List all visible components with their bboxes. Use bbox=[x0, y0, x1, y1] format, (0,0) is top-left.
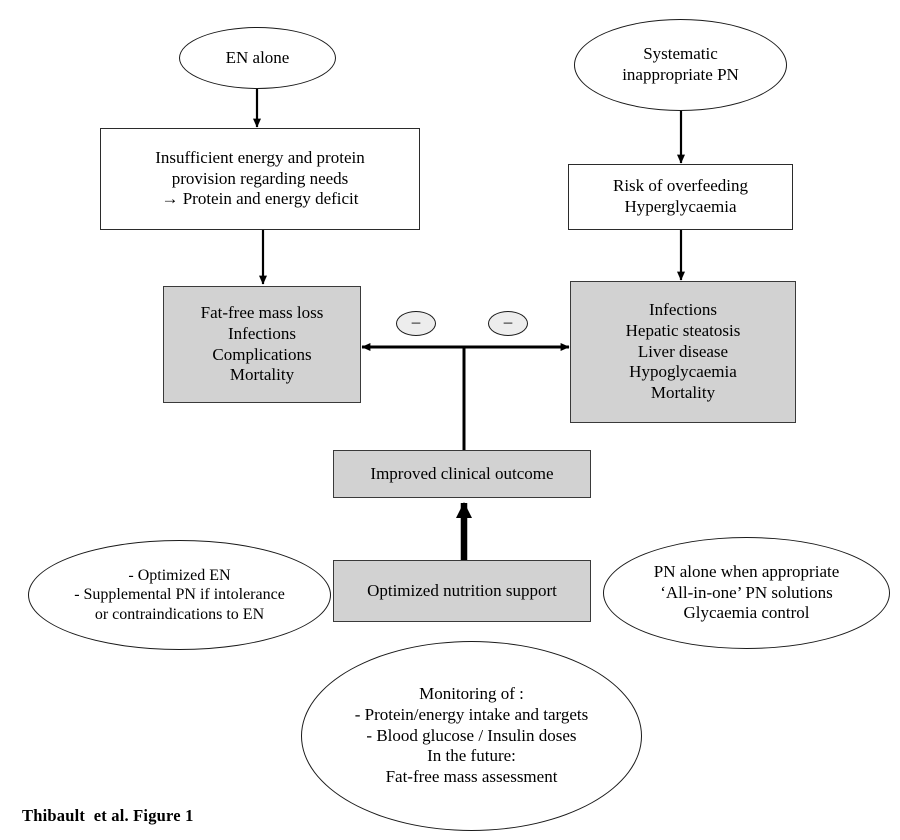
node-fat-free-mass-loss[interactable]: Fat-free mass loss Infections Complicati… bbox=[163, 286, 361, 403]
node-optimized-en-options[interactable]: - Optimized EN - Supplemental PN if into… bbox=[28, 540, 331, 650]
minus-sign-left: – bbox=[396, 311, 436, 336]
minus-sign-right: – bbox=[488, 311, 528, 336]
node-pn-alone-options-label: PN alone when appropriate ‘All-in-one’ P… bbox=[653, 561, 840, 623]
node-monitoring-label: Monitoring of : - Protein/energy intake … bbox=[354, 684, 589, 787]
node-systematic-inappropriate-pn-label: Systematic inappropriate PN bbox=[622, 44, 739, 84]
node-pn-alone-options[interactable]: PN alone when appropriate ‘All-in-one’ P… bbox=[603, 537, 890, 649]
node-improved-clinical-outcome[interactable]: Improved clinical outcome bbox=[333, 450, 591, 498]
node-monitoring[interactable]: Monitoring of : - Protein/energy intake … bbox=[301, 641, 642, 831]
figure-caption: Thibault et al. Figure 1 bbox=[22, 806, 194, 825]
minus-sign-left-label: – bbox=[411, 312, 421, 331]
node-improved-clinical-outcome-label: Improved clinical outcome bbox=[370, 463, 554, 483]
node-optimized-en-options-label: - Optimized EN - Supplemental PN if into… bbox=[74, 566, 285, 623]
node-insufficient-provision-label: Insufficient energy and protein provisio… bbox=[155, 147, 365, 209]
node-optimized-nutrition-support[interactable]: Optimized nutrition support bbox=[333, 560, 591, 622]
node-insufficient-provision[interactable]: Insufficient energy and protein provisio… bbox=[100, 128, 420, 230]
minus-sign-right-label: – bbox=[503, 312, 513, 331]
node-fat-free-mass-loss-label: Fat-free mass loss Infections Complicati… bbox=[200, 303, 324, 385]
node-infections-hepatic-steatosis[interactable]: Infections Hepatic steatosis Liver disea… bbox=[570, 281, 796, 423]
node-en-alone-label: EN alone bbox=[225, 47, 290, 67]
node-en-alone[interactable]: EN alone bbox=[179, 27, 336, 89]
node-systematic-inappropriate-pn[interactable]: Systematic inappropriate PN bbox=[574, 19, 787, 111]
node-optimized-nutrition-support-label: Optimized nutrition support bbox=[367, 580, 557, 600]
node-risk-of-overfeeding-label: Risk of overfeeding Hyperglycaemia bbox=[612, 176, 749, 216]
node-infections-hepatic-steatosis-label: Infections Hepatic steatosis Liver disea… bbox=[625, 300, 741, 403]
node-risk-of-overfeeding[interactable]: Risk of overfeeding Hyperglycaemia bbox=[568, 164, 793, 230]
